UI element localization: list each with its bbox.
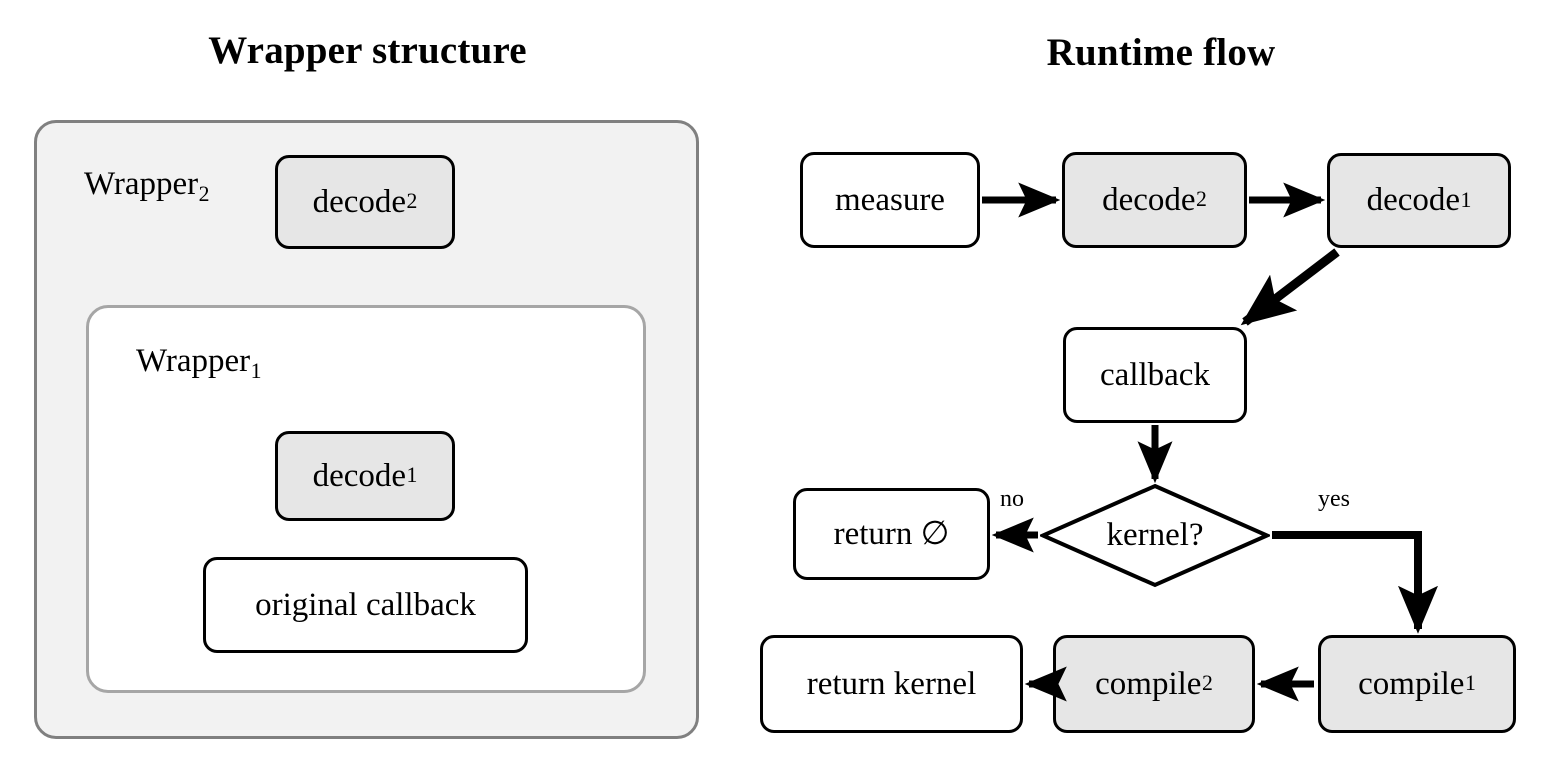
edge-decode1-to-callback [1240,248,1340,326]
node-decode1-structure-subscript: 1 [406,463,418,488]
node-compile2-label: compile [1095,665,1202,702]
node-decode1-structure-label: decode [312,457,407,494]
node-decode2-flow-subscript: 2 [1196,187,1207,212]
node-measure[interactable]: measure [800,152,980,248]
edge-label-no: no [1000,486,1024,512]
wrapper1-label-text: Wrapper [136,343,251,379]
node-kernel-decision-label: kernel? [1106,517,1204,553]
node-decode2-flow-label: decode [1102,181,1196,218]
node-compile1-label: compile [1358,665,1465,702]
wrapper1-label-subscript: 1 [250,358,262,383]
node-compile1-subscript: 1 [1464,671,1476,696]
node-return-kernel-label: return kernel [806,665,977,702]
node-decode2-structure-subscript: 2 [406,189,418,214]
edge-label-yes: yes [1318,486,1350,512]
node-return-empty[interactable]: return ∅ [793,488,990,580]
panel-title-runtime-flow: Runtime flow [1046,31,1276,74]
node-original-callback-label: original callback [255,586,476,623]
node-measure-label: measure [835,181,945,218]
node-decode1-flow-label: decode [1366,182,1461,218]
node-kernel-decision[interactable]: kernel? [1038,483,1272,588]
wrapper2-label-subscript: 2 [198,181,210,206]
node-return-kernel[interactable]: return kernel [760,635,1023,733]
wrapper1-label: Wrapper1 [136,345,262,382]
node-original-callback[interactable]: original callback [203,557,528,653]
diamond-shape [1038,483,1272,588]
wrapper2-label-text: Wrapper [84,166,199,202]
edge-decision-yes-to-compile1 [1272,531,1438,634]
node-callback[interactable]: callback [1063,327,1247,423]
node-callback-label: callback [1100,356,1210,393]
wrapper2-label: Wrapper2 [84,168,210,205]
node-compile2-subscript: 2 [1201,671,1213,696]
node-decode1-flow-subscript: 1 [1460,187,1472,212]
node-decode2-structure-label: decode [312,183,407,220]
node-return-empty-label: return ∅ [833,515,950,552]
panel-title-wrapper-structure: Wrapper structure [208,29,527,72]
